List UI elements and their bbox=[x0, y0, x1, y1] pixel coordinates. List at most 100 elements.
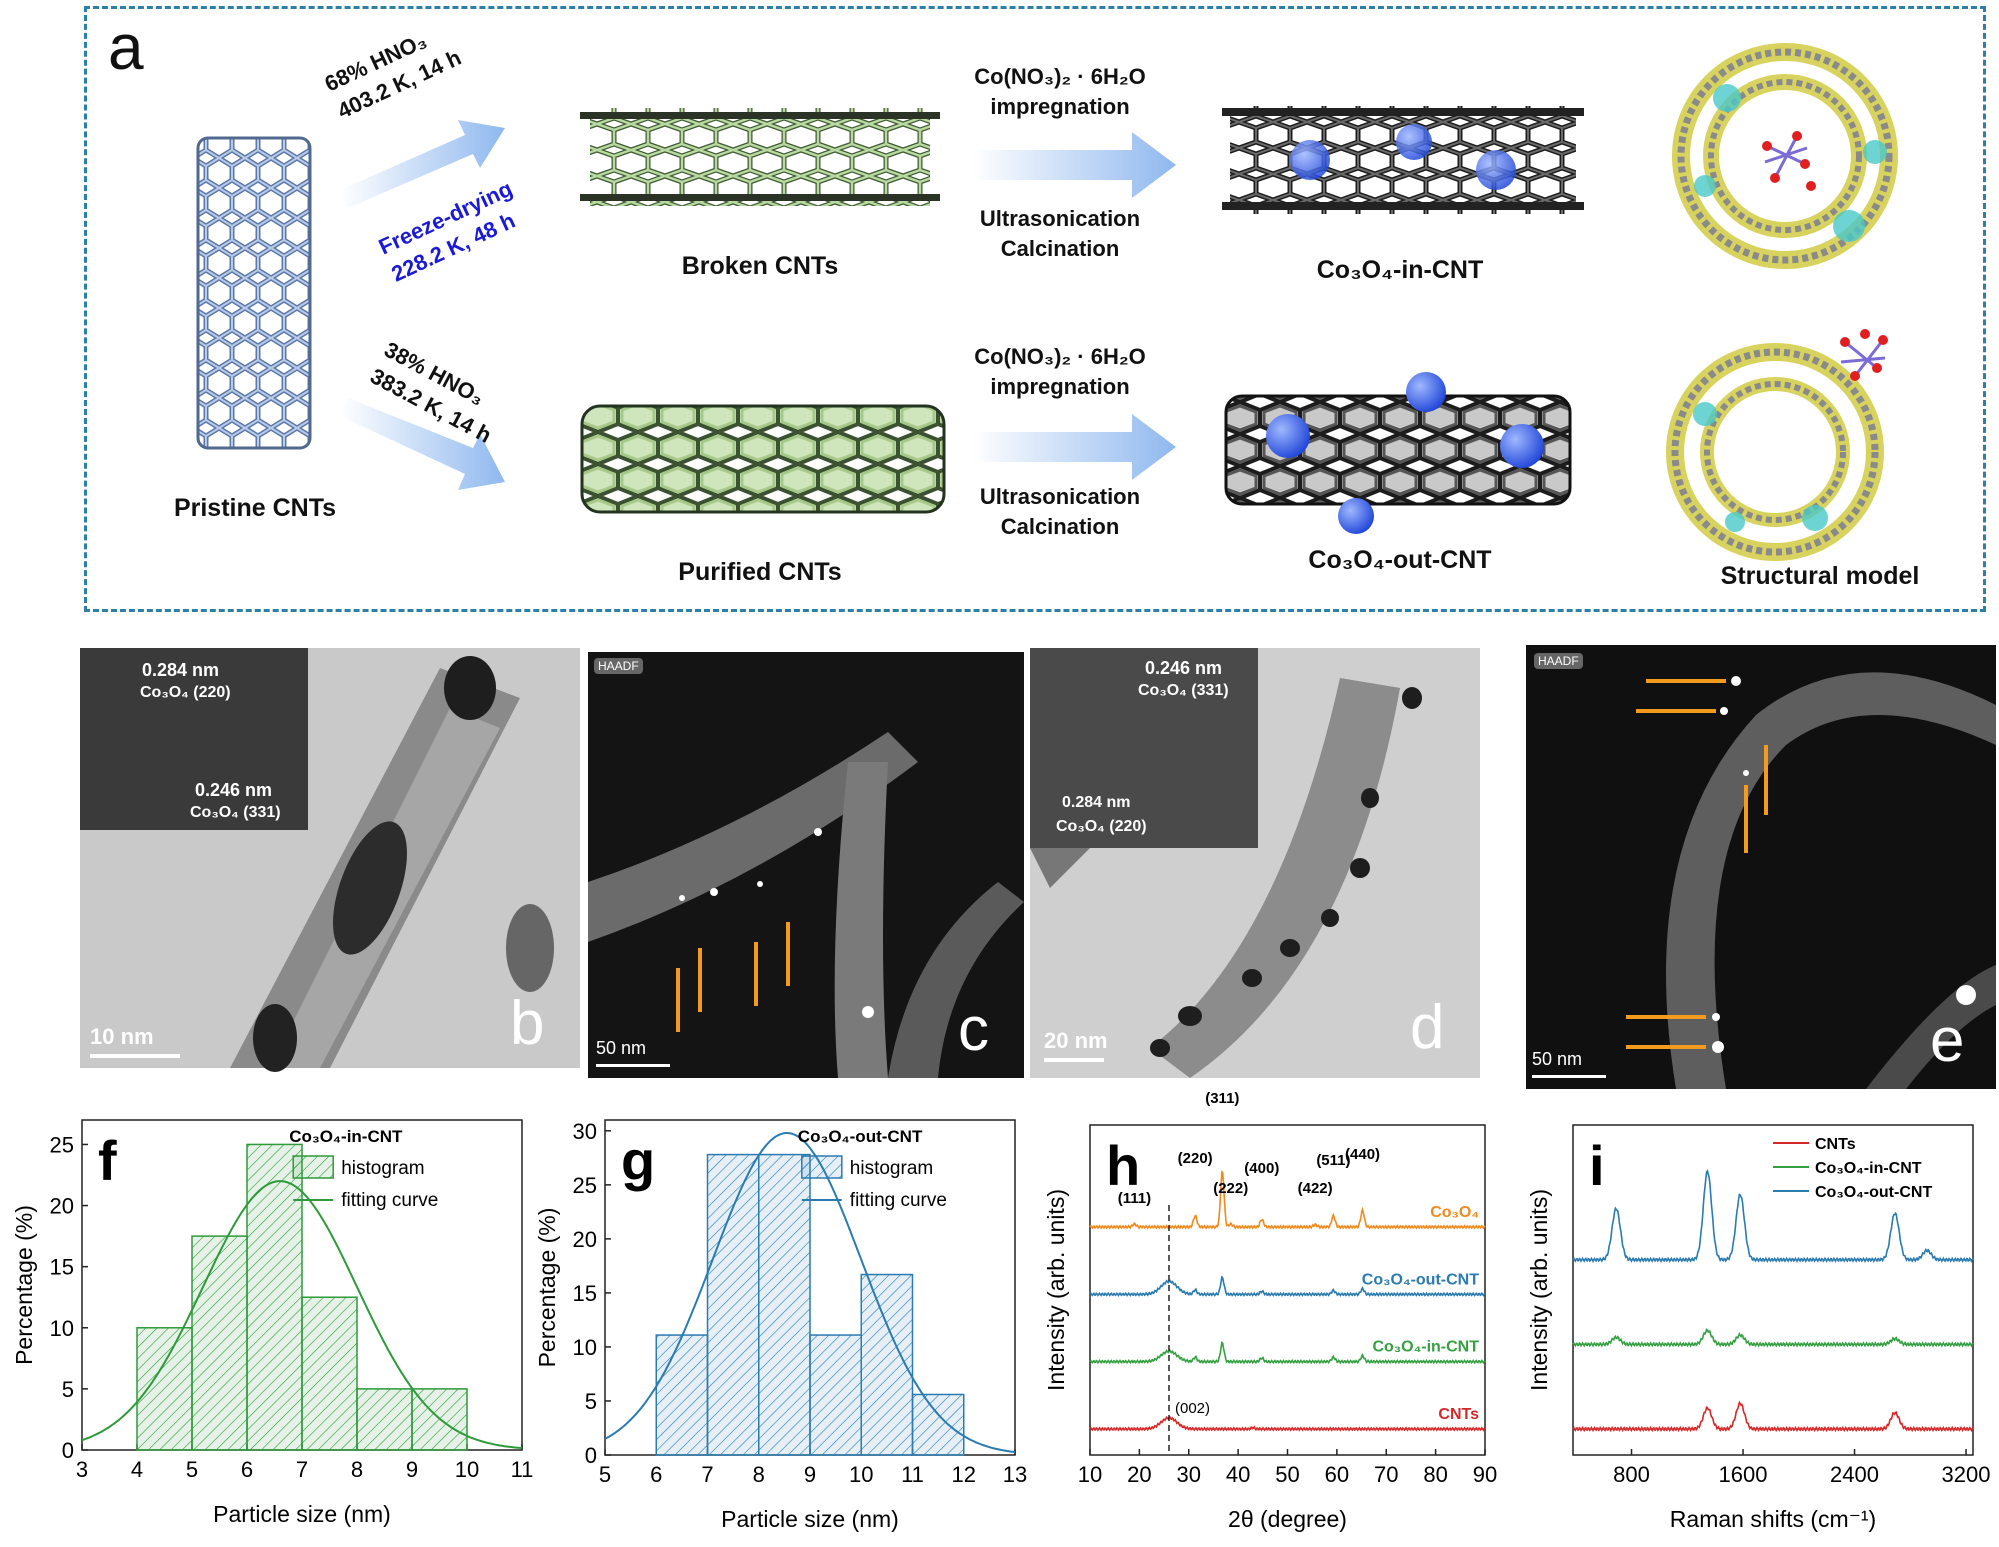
structural-model-out bbox=[1666, 329, 1888, 561]
x-tick-label: 5 bbox=[599, 1462, 611, 1487]
panel-d-letter: d bbox=[1410, 993, 1445, 1062]
scale-label-c: 50 nm bbox=[596, 1038, 647, 1058]
x-tick-label: 50 bbox=[1275, 1462, 1299, 1487]
legend-fit-label: fitting curve bbox=[341, 1190, 438, 1211]
arrow-to-purified bbox=[340, 398, 505, 490]
legend-histogram-label: histogram bbox=[341, 1158, 424, 1179]
out-cnt-illustration bbox=[1224, 372, 1572, 534]
purified-cnt-illustration bbox=[580, 404, 946, 514]
x-tick-label: 20 bbox=[1127, 1462, 1151, 1487]
x-tick-label: 60 bbox=[1325, 1462, 1349, 1487]
histogram-bar bbox=[246, 1143, 303, 1451]
impregnation-top: Co(NO₃)₂ · 6H₂O impregnation bbox=[945, 62, 1175, 122]
in-cnt-illustration bbox=[1222, 106, 1584, 214]
y-tick-label: 0 bbox=[585, 1443, 597, 1468]
purified-cnts-label: Purified CNTs bbox=[678, 558, 842, 586]
pristine-cnts-label: Pristine CNTs bbox=[173, 494, 337, 522]
peak-label: (002) bbox=[1175, 1400, 1210, 1417]
scale-bar-b bbox=[90, 1054, 180, 1058]
panel-letter-h: h bbox=[1106, 1134, 1140, 1197]
x-tick-label: 70 bbox=[1374, 1462, 1398, 1487]
legend-histogram-swatch bbox=[292, 1155, 334, 1179]
hrtem-inset-d bbox=[1030, 648, 1258, 848]
panel-letter-g: g bbox=[621, 1129, 655, 1192]
haadf-tag-e: HAADF bbox=[1534, 653, 1583, 669]
broken-cnts-label: Broken CNTs bbox=[681, 252, 839, 280]
x-tick-label: 2400 bbox=[1830, 1462, 1879, 1487]
panel-b-letter: b bbox=[510, 989, 545, 1058]
series-line bbox=[1572, 1169, 1974, 1264]
histogram-bar bbox=[706, 1153, 760, 1456]
d-spacing-b2: 0.246 nm bbox=[195, 780, 273, 800]
series-label: Co₃O₄-in-CNT bbox=[1372, 1339, 1479, 1356]
histogram-bar bbox=[136, 1327, 193, 1451]
peak-label: (311) bbox=[1205, 1090, 1239, 1107]
x-tick-label: 9 bbox=[406, 1457, 418, 1482]
scale-label-d: 20 nm bbox=[1044, 1028, 1108, 1053]
y-tick-label: 20 bbox=[50, 1194, 74, 1219]
x-axis-label: 2θ (degree) bbox=[1228, 1506, 1347, 1532]
series-line bbox=[1089, 1341, 1486, 1365]
arrow-to-in-cnt bbox=[972, 132, 1176, 198]
panel-letter-f: f bbox=[98, 1129, 117, 1192]
x-tick-label: 8 bbox=[753, 1462, 765, 1487]
legend-label: Co₃O₄-in-CNT bbox=[1815, 1160, 1922, 1177]
out-cnt-label: Co₃O₄-out-CNT bbox=[1308, 546, 1492, 574]
plane-d1: Co₃O₄ (331) bbox=[1138, 682, 1229, 699]
plane-d2: Co₃O₄ (220) bbox=[1056, 818, 1147, 835]
impregnation-top-label: impregnation bbox=[990, 94, 1130, 119]
calcination-bottom-label: Calcination bbox=[1000, 514, 1120, 539]
histogram-bar bbox=[809, 1334, 862, 1456]
y-tick-label: 20 bbox=[573, 1227, 597, 1252]
x-tick-label: 1600 bbox=[1719, 1462, 1768, 1487]
haadf-image-c: HAADF 50 nm c bbox=[588, 652, 1024, 1078]
histogram-bar bbox=[655, 1334, 709, 1456]
impregnation-bottom: Co(NO₃)₂ · 6H₂O impregnation bbox=[945, 342, 1175, 402]
x-tick-label: 40 bbox=[1226, 1462, 1250, 1487]
ultrasonication-bottom: Ultrasonication bbox=[979, 484, 1141, 509]
series-label: Co₃O₄ bbox=[1430, 1204, 1479, 1221]
x-tick-label: 3 bbox=[76, 1457, 88, 1482]
x-tick-label: 12 bbox=[952, 1462, 976, 1487]
calcination-top-label: Calcination bbox=[1000, 236, 1120, 261]
x-tick-label: 30 bbox=[1177, 1462, 1201, 1487]
panel-a-letter: a bbox=[108, 11, 144, 83]
ultrasonication-top: Ultrasonication bbox=[979, 206, 1141, 231]
peak-label: (422) bbox=[1298, 1180, 1333, 1197]
peak-label: (440) bbox=[1345, 1146, 1380, 1163]
peak-label: (511) bbox=[1316, 1152, 1350, 1169]
x-tick-label: 6 bbox=[650, 1462, 662, 1487]
plot-frame-h bbox=[1089, 1124, 1486, 1456]
scale-bar-d bbox=[1044, 1058, 1104, 1062]
x-axis-label: Particle size (nm) bbox=[721, 1506, 899, 1532]
x-tick-label: 13 bbox=[1003, 1462, 1027, 1487]
series-line bbox=[1572, 1400, 1974, 1433]
y-tick-label: 25 bbox=[573, 1173, 597, 1198]
d-spacing-b1: 0.284 nm bbox=[142, 660, 220, 680]
x-tick-label: 80 bbox=[1423, 1462, 1447, 1487]
legend-histogram-label: histogram bbox=[850, 1158, 933, 1179]
haadf-c-tubes bbox=[588, 732, 1024, 1078]
plot-frame-i bbox=[1572, 1124, 1974, 1456]
y-axis-label: Percentage (%) bbox=[11, 1205, 37, 1365]
legend-label: CNTs bbox=[1815, 1136, 1856, 1153]
histogram-bar bbox=[911, 1393, 965, 1456]
tem-b-tubes bbox=[230, 656, 554, 1072]
x-tick-label: 800 bbox=[1613, 1462, 1650, 1487]
panel-a-frame bbox=[84, 6, 1986, 612]
y-tick-label: 5 bbox=[585, 1389, 597, 1414]
x-tick-label: 6 bbox=[241, 1457, 253, 1482]
x-tick-label: 5 bbox=[186, 1457, 198, 1482]
y-tick-label: 15 bbox=[573, 1281, 597, 1306]
x-tick-label: 4 bbox=[131, 1457, 143, 1482]
x-tick-label: 9 bbox=[804, 1462, 816, 1487]
series-line bbox=[1089, 1170, 1486, 1230]
x-axis-label: Raman shifts (cm⁻¹) bbox=[1670, 1506, 1876, 1532]
plane-b1: Co₃O₄ (220) bbox=[140, 684, 231, 701]
legend-label: Co₃O₄-out-CNT bbox=[1815, 1184, 1932, 1201]
peak-label: (111) bbox=[1118, 1190, 1151, 1207]
